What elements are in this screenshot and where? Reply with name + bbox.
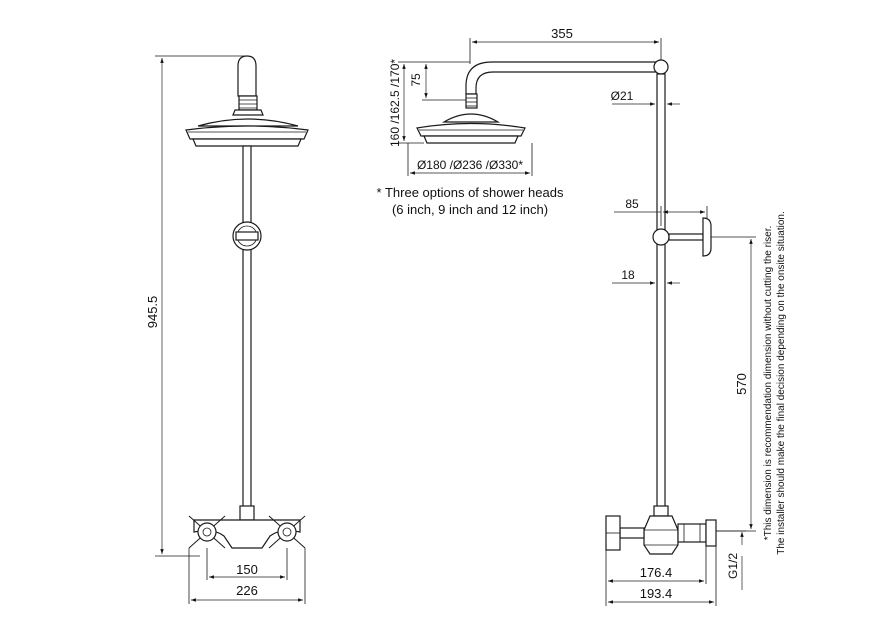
valve-depth-label: 176.4 xyxy=(640,565,673,580)
total-height-label: 945.5 xyxy=(145,296,160,329)
head-options-note-sizes: (6 inch, 9 inch and 12 inch) xyxy=(392,202,548,217)
arm-drop-dimension: 75 xyxy=(409,61,470,101)
side-wall-bracket xyxy=(652,217,712,257)
front-shower-head xyxy=(185,118,309,147)
arm-length-dimension: 355 xyxy=(469,26,662,64)
bracket-depth-label: 85 xyxy=(625,197,639,211)
head-options-note: * Three options of shower heads xyxy=(377,185,564,200)
inlet-centres-label: 150 xyxy=(236,562,258,577)
front-riser xyxy=(242,145,252,509)
head-diameter-dimension: Ø180 /Ø236 /Ø330* xyxy=(407,143,533,176)
installer-note-line2: The installer should make the final deci… xyxy=(776,211,787,555)
bracket-offset-label: 18 xyxy=(621,268,635,282)
recommended-height-label: 570 xyxy=(734,373,749,395)
head-height-dimension: 160 /162.5 /170* xyxy=(388,59,424,147)
valve-overall-depth-dimension: 193.4 xyxy=(608,586,714,604)
side-shower-head xyxy=(416,113,526,144)
inlet-thread-dimension: G1/2 xyxy=(716,530,746,590)
front-left-cross-handle xyxy=(188,515,226,549)
valve-overall-depth-label: 193.4 xyxy=(640,586,673,601)
inlet-thread-label: G1/2 xyxy=(726,553,740,579)
riser-diameter-dimension: Ø21 xyxy=(611,89,680,106)
recommended-height-dimension: 570 xyxy=(711,236,756,532)
side-valve xyxy=(605,505,717,555)
total-height-dimension: 945.5 xyxy=(145,55,248,557)
valve-width-dimension: 226 xyxy=(188,548,306,604)
valve-depth-dimension: 176.4 xyxy=(605,542,717,606)
side-view: 355 75 160 /162.5 /170* xyxy=(377,26,787,606)
side-riser xyxy=(656,73,666,509)
side-valve-wall-inlet xyxy=(705,519,717,547)
head-diameter-label: Ø180 /Ø236 /Ø330* xyxy=(417,158,523,172)
head-height-label: 160 /162.5 /170* xyxy=(388,59,402,147)
side-arm-elbow xyxy=(653,59,669,75)
bracket-offset-dimension: 18 xyxy=(612,268,680,285)
riser-diameter-label: Ø21 xyxy=(611,89,634,103)
front-view: 945.5 xyxy=(145,55,309,604)
arm-drop-label: 75 xyxy=(409,73,423,87)
inlet-centres-dimension: 150 xyxy=(206,548,288,580)
valve-width-label: 226 xyxy=(236,583,258,598)
front-wall-bracket xyxy=(232,221,262,251)
bracket-depth-dimension: 85 xyxy=(614,197,708,226)
front-valve xyxy=(188,505,306,549)
front-right-cross-handle xyxy=(268,515,306,549)
front-gooseneck xyxy=(237,55,257,97)
installer-note-line1: *This dimension is recommendation dimens… xyxy=(763,226,774,541)
arm-length-label: 355 xyxy=(551,26,573,41)
